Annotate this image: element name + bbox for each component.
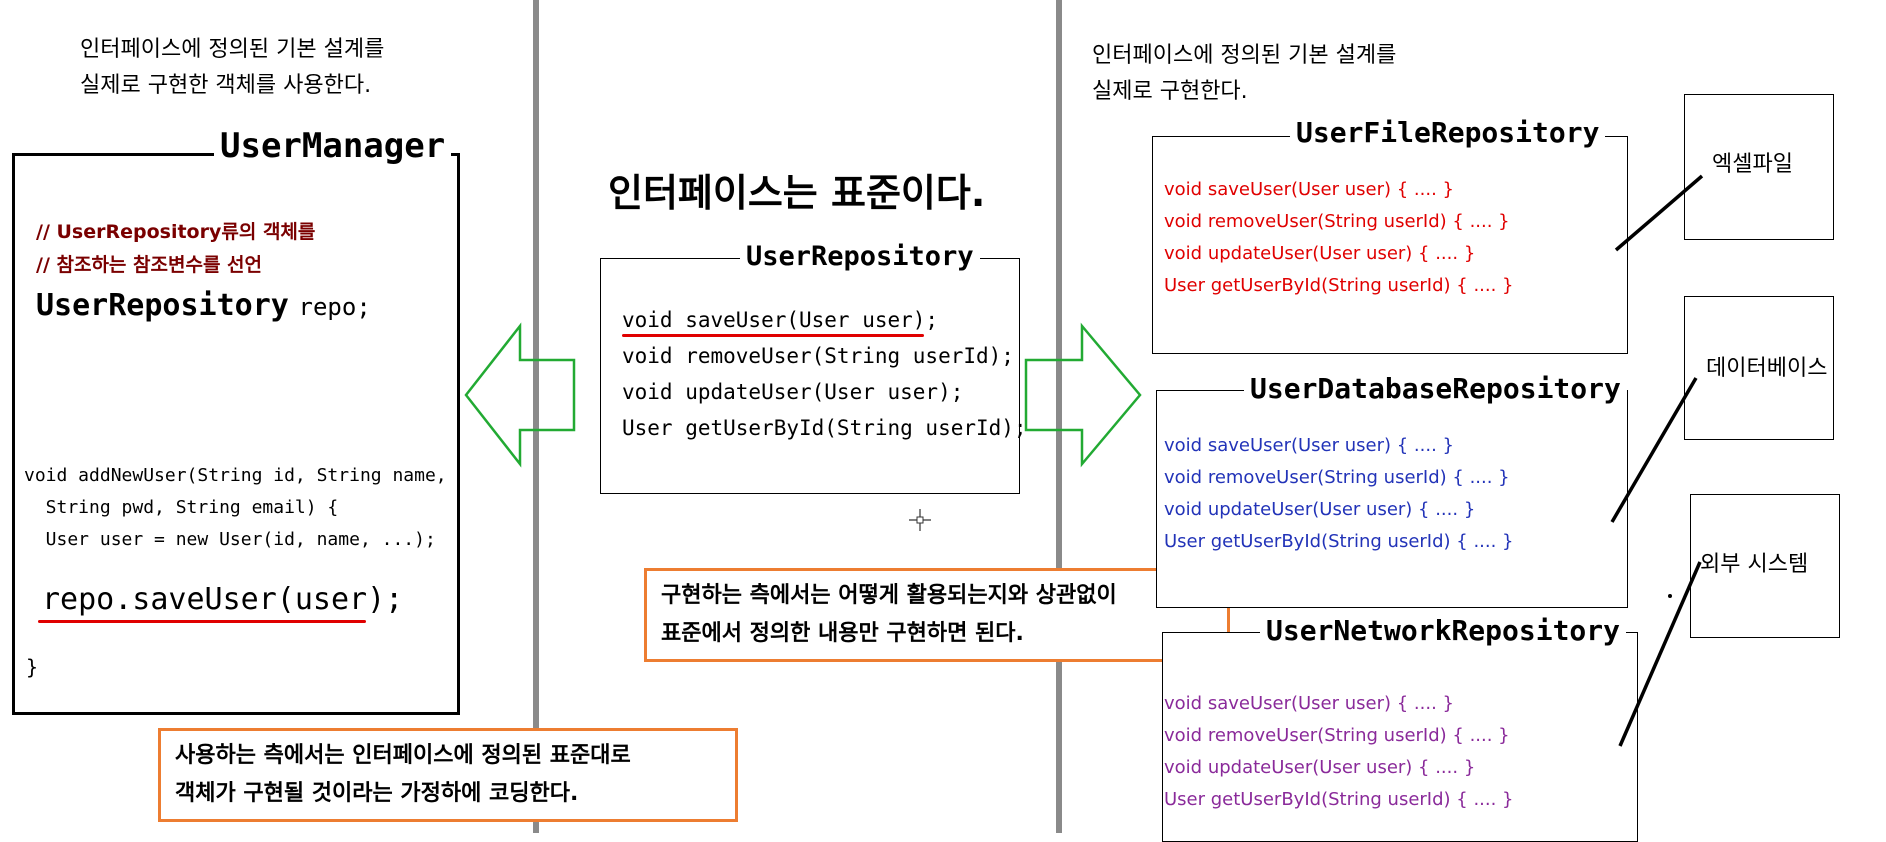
crosshair-cursor-icon <box>909 509 931 531</box>
decl-type: UserRepository <box>36 288 289 323</box>
center-note-line-2: 표준에서 정의한 내용만 구현하면 된다. <box>661 621 1024 646</box>
excel-file-label: 엑셀파일 <box>1712 152 1793 177</box>
file-method-2: void removeUser(String userId) { .... } <box>1164 211 1510 232</box>
right-caption-line-2: 실제로 구현한다. <box>1092 79 1248 104</box>
network-repository-box <box>1162 632 1638 842</box>
separator-left <box>533 0 539 833</box>
arrow-right-icon <box>1024 322 1142 468</box>
connector-network-external <box>1618 561 1702 747</box>
file-method-4: User getUserById(String userId) { .... } <box>1164 275 1514 296</box>
user-repository-title: UserRepository <box>740 238 980 276</box>
stray-dot <box>1668 594 1672 598</box>
database-repository-methods: void saveUser(User user) { .... } void r… <box>1164 430 1514 558</box>
right-caption-line-1: 인터페이스에 정의된 기본 설계를 <box>1092 43 1397 68</box>
database-method-3: void updateUser(User user) { .... } <box>1164 499 1476 520</box>
connector-db-database <box>1610 377 1698 523</box>
interface-methods: void saveUser(User user); void removeUse… <box>622 302 1027 446</box>
left-caption-line-2: 실제로 구현한 객체를 사용한다. <box>80 73 372 98</box>
network-method-2: void removeUser(String userId) { .... } <box>1164 725 1510 746</box>
external-system-label: 외부 시스템 <box>1700 552 1809 577</box>
network-repository-title: UserNetworkRepository <box>1260 612 1627 650</box>
database-repository-box <box>1156 390 1628 608</box>
database-box <box>1684 296 1834 440</box>
left-caption: 인터페이스에 정의된 기본 설계를 실제로 구현한 객체를 사용한다. <box>80 32 384 104</box>
arrow-left-icon <box>464 322 576 468</box>
interface-line-4: User getUserById(String userId); <box>622 416 1027 440</box>
close-brace: } <box>26 655 39 679</box>
connector-file-excel <box>1614 174 1704 252</box>
interface-line-2: void removeUser(String userId); <box>622 344 1014 368</box>
network-method-1: void saveUser(User user) { .... } <box>1164 693 1454 714</box>
save-user-underline <box>622 334 924 337</box>
left-note: 사용하는 측에서는 인터페이스에 정의된 표준대로 객체가 구현될 것이라는 가… <box>158 728 738 822</box>
database-label: 데이터베이스 <box>1706 356 1828 381</box>
file-repository-methods: void saveUser(User user) { .... } void r… <box>1164 174 1514 302</box>
database-method-1: void saveUser(User user) { .... } <box>1164 435 1454 456</box>
center-heading: 인터페이스는 표준이다. <box>608 171 986 215</box>
file-repository-title: UserFileRepository <box>1290 114 1606 152</box>
file-repository-box <box>1152 136 1628 354</box>
separator-right <box>1056 0 1062 833</box>
database-method-4: User getUserById(String userId) { .... } <box>1164 531 1514 552</box>
network-method-3: void updateUser(User user) { .... } <box>1164 757 1476 778</box>
comment-line-2: // 참조하는 참조변수를 선언 <box>36 254 263 276</box>
file-method-3: void updateUser(User user) { .... } <box>1164 243 1476 264</box>
method-line-3: User user = new User(id, name, ...); <box>24 529 436 550</box>
save-user-call-underline <box>38 620 366 623</box>
external-system-box <box>1690 494 1840 638</box>
excel-file-box <box>1684 94 1834 240</box>
left-note-line-1: 사용하는 측에서는 인터페이스에 정의된 표준대로 <box>175 743 631 768</box>
method-line-2: String pwd, String email) { <box>24 497 339 518</box>
comment-block: // UserRepository류의 객체를 // 참조하는 참조변수를 선언 <box>36 216 315 282</box>
network-repository-methods: void saveUser(User user) { .... } void r… <box>1164 688 1514 816</box>
network-method-4: User getUserById(String userId) { .... } <box>1164 789 1514 810</box>
interface-line-3: void updateUser(User user); <box>622 380 964 404</box>
save-user-call: repo.saveUser(user); <box>42 582 404 617</box>
interface-line-1: void saveUser(User user); <box>622 308 939 332</box>
decl-var: repo; <box>298 293 371 321</box>
center-note-line-1: 구현하는 측에서는 어떻게 활용되는지와 상관없이 <box>661 583 1117 608</box>
center-note: 구현하는 측에서는 어떻게 활용되는지와 상관없이 표준에서 정의한 내용만 구… <box>644 568 1230 662</box>
left-caption-line-1: 인터페이스에 정의된 기본 설계를 <box>80 37 385 62</box>
database-method-2: void removeUser(String userId) { .... } <box>1164 467 1510 488</box>
method-line-1: void addNewUser(String id, String name, <box>24 465 447 486</box>
file-method-1: void saveUser(User user) { .... } <box>1164 179 1454 200</box>
database-repository-title: UserDatabaseRepository <box>1244 370 1627 408</box>
comment-line-1: // UserRepository류의 객체를 <box>36 221 316 243</box>
left-note-line-2: 객체가 구현될 것이라는 가정하에 코딩한다. <box>175 781 579 806</box>
right-caption: 인터페이스에 정의된 기본 설계를 실제로 구현한다. <box>1092 38 1396 110</box>
declaration: UserRepository repo; <box>36 286 371 330</box>
method-block: void addNewUser(String id, String name, … <box>24 460 447 556</box>
user-manager-title: UserManager <box>214 126 452 166</box>
